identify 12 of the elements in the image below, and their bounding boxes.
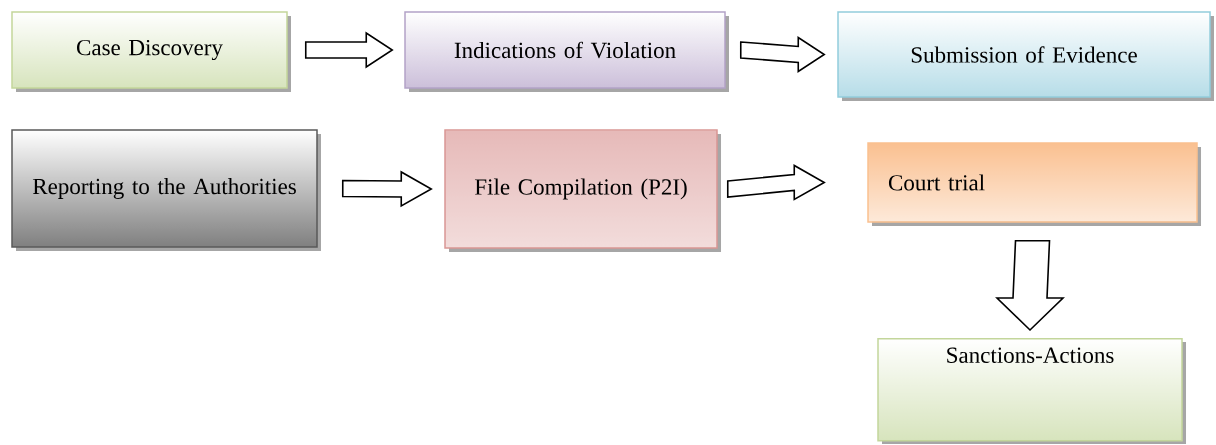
process-box: Court trial <box>867 142 1201 226</box>
block-arrow <box>995 239 1065 332</box>
process-box: Case Discovery <box>11 11 291 92</box>
block-arrow <box>739 36 826 73</box>
block-arrow <box>341 170 433 208</box>
process-box: Reporting to the Authorities <box>11 129 321 251</box>
block-arrow <box>726 164 826 201</box>
block-arrow <box>304 31 394 69</box>
process-box: Submission of Evidence <box>837 11 1214 101</box>
process-box: Indications of Violation <box>404 11 729 92</box>
process-box: Sanctions-Actions <box>877 338 1186 444</box>
process-box: File Compilation (P2I) <box>444 129 721 252</box>
